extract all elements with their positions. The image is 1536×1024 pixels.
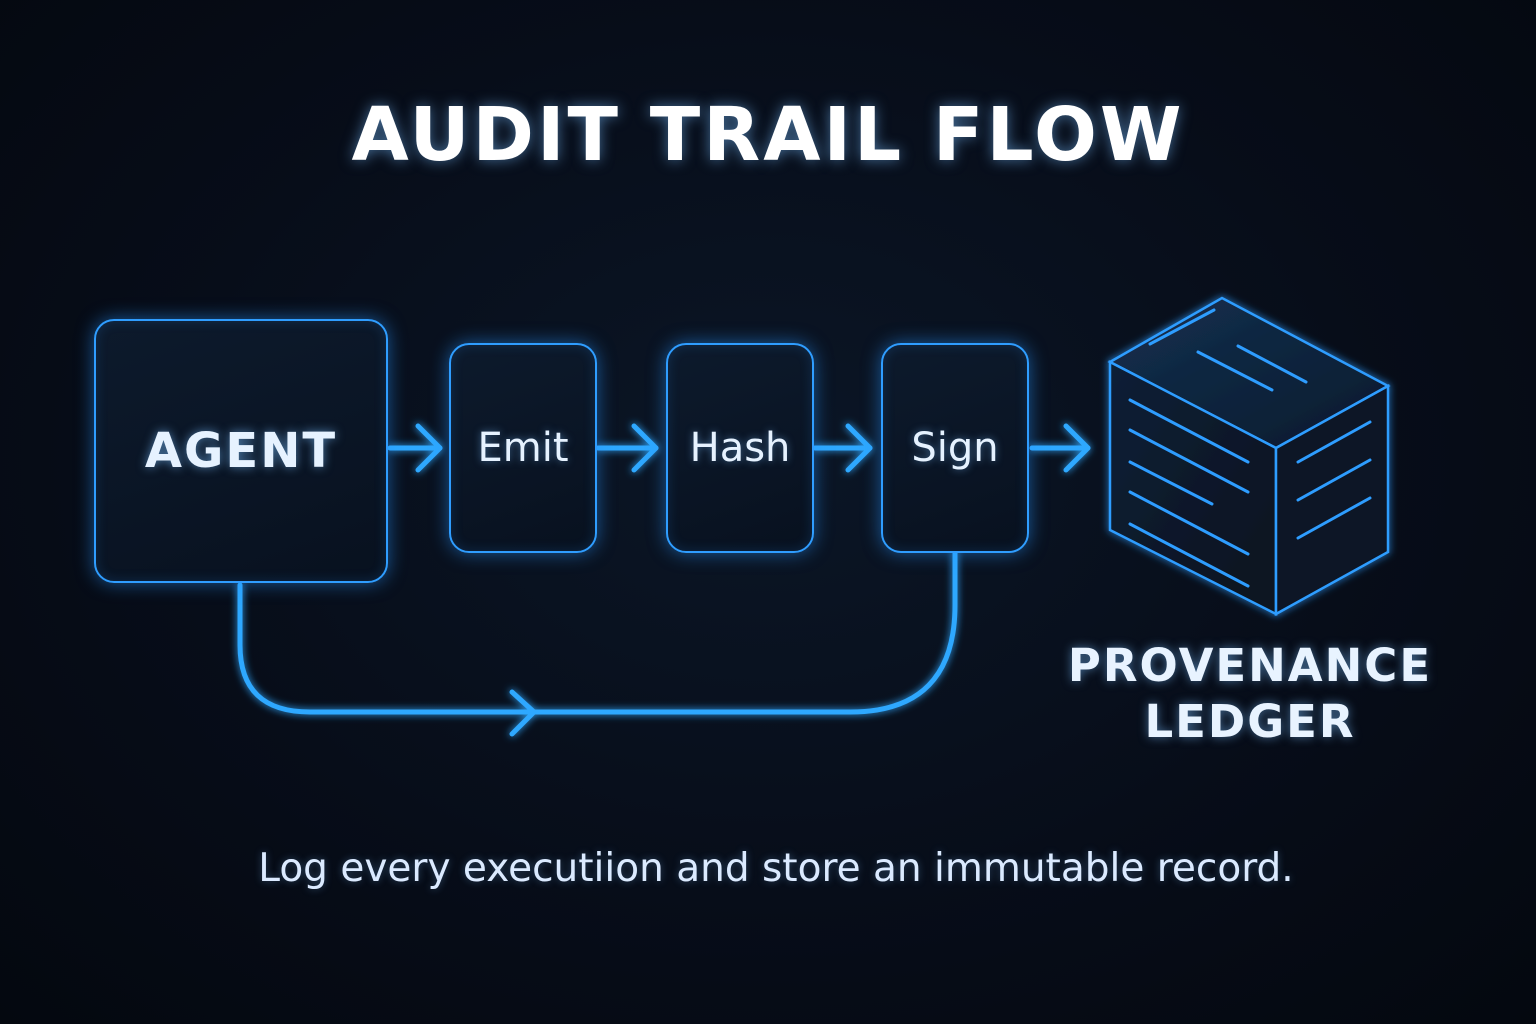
agent-node: AGENT [94,319,388,583]
emit-node: Emit [449,343,597,553]
caption: Log every executiion and store an immuta… [258,846,1294,891]
hash-node-label: Hash [689,425,791,471]
ledger-label-line2: LEDGER [1144,695,1356,748]
arrow-agent-to-emit [387,423,443,473]
ledger-cube-icon [1107,296,1391,617]
ledger-label-line1: PROVENANCE [1067,639,1433,692]
loop-connector [237,549,958,737]
agent-node-label: AGENT [144,423,338,479]
arrow-sign-to-ledger [1029,423,1091,473]
arrow-emit-to-hash [595,423,659,473]
emit-node-label: Emit [477,425,569,471]
sign-node-label: Sign [911,425,999,471]
diagram-title: AUDIT TRAIL FLOW [351,92,1185,178]
arrow-hash-to-sign [812,423,873,473]
sign-node: Sign [881,343,1029,553]
hash-node: Hash [666,343,814,553]
ledger-label: PROVENANCE LEDGER [1040,638,1460,750]
